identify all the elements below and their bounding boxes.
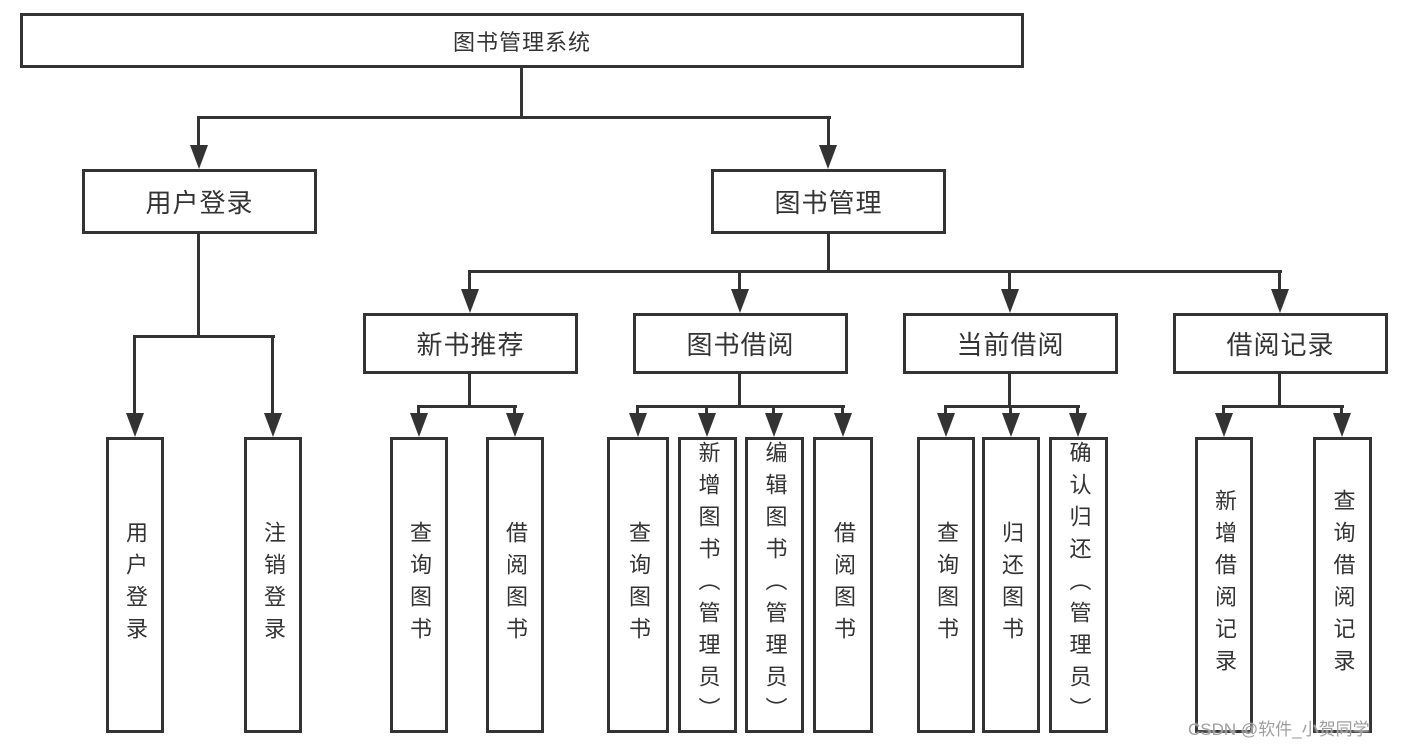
leaf-label: 借阅图书 (831, 521, 856, 649)
leaf-query-books: 查询图书 (607, 437, 669, 733)
connector-vline (468, 374, 471, 407)
leaf-user-login: 用户登录 (106, 437, 164, 733)
node-label: 图书管理系统 (452, 29, 591, 55)
arrowhead-down-icon (1069, 413, 1087, 437)
node-current-borrow: 当前借阅 (903, 313, 1118, 374)
node-label: 用户登录 (145, 188, 254, 218)
connector-vline (827, 234, 830, 272)
leaf-confirm-return-admin: 确认归还（管理员） (1049, 437, 1108, 733)
node-label: 借阅记录 (1226, 330, 1335, 360)
leaf-label: 查询图书 (934, 521, 959, 649)
leaf-borrow-books: 借阅图书 (813, 437, 873, 733)
leaf-query-books: 查询图书 (390, 437, 448, 733)
arrowhead-down-icon (1002, 413, 1020, 437)
connector-vline (1009, 405, 1012, 417)
leaf-logout: 注销登录 (244, 437, 302, 733)
leaf-label: 归还图书 (999, 521, 1024, 649)
arrowhead-down-icon (461, 289, 479, 313)
leaf-label: 查询图书 (626, 521, 651, 649)
connector-vline (738, 374, 741, 407)
arrowhead-down-icon (819, 145, 837, 169)
leaf-query-borrow-record: 查询借阅记录 (1313, 437, 1372, 733)
connector-hline (197, 116, 831, 119)
leaf-label: 用户登录 (123, 521, 148, 649)
leaf-label: 查询图书 (407, 521, 432, 649)
connector-hline (944, 405, 1080, 408)
connector-hline (636, 405, 845, 408)
connector-vline (738, 270, 741, 290)
connector-vline (841, 405, 844, 417)
connector-vline (520, 68, 523, 118)
connector-vline (513, 405, 516, 417)
leaf-label: 新增图书（管理员） (695, 441, 721, 729)
connector-vline (197, 116, 200, 150)
connector-vline (1076, 405, 1079, 417)
arrowhead-down-icon (731, 289, 749, 313)
arrowhead-down-icon (765, 413, 783, 437)
leaf-label: 新增借阅记录 (1212, 489, 1237, 681)
leaf-borrow-books: 借阅图书 (486, 437, 544, 733)
arrowhead-down-icon (410, 413, 428, 437)
connector-vline (944, 405, 947, 417)
connector-vline (1222, 405, 1225, 417)
node-borrow-record: 借阅记录 (1173, 313, 1388, 374)
arrowhead-down-icon (1271, 289, 1289, 313)
connector-vline (827, 116, 830, 150)
node-label: 图书管理 (774, 188, 883, 218)
leaf-query-books: 查询图书 (917, 437, 975, 733)
node-label: 当前借阅 (956, 330, 1065, 360)
arrowhead-down-icon (264, 413, 282, 437)
arrowhead-down-icon (1333, 413, 1351, 437)
node-library-management-system: 图书管理系统 (20, 13, 1024, 68)
connector-hline (417, 405, 517, 408)
leaf-return-books: 归还图书 (982, 437, 1040, 733)
connector-vline (705, 405, 708, 417)
connector-vline (1340, 405, 1343, 417)
arrowhead-down-icon (1215, 413, 1233, 437)
arrowhead-down-icon (698, 413, 716, 437)
arrowhead-down-icon (834, 413, 852, 437)
leaf-add-borrow-record: 新增借阅记录 (1195, 437, 1253, 733)
leaf-label: 注销登录 (261, 521, 286, 649)
connector-vline (1008, 270, 1011, 290)
connector-vline (1278, 270, 1281, 290)
arrowhead-down-icon (629, 413, 647, 437)
connector-vline (271, 335, 274, 415)
leaf-label: 查询借阅记录 (1330, 489, 1356, 681)
node-label: 新书推荐 (416, 330, 525, 360)
connector-vline (772, 405, 775, 417)
csdn-watermark: CSDN @软件_小贺同学 (1188, 720, 1370, 739)
connector-vline (1278, 374, 1281, 407)
leaf-label: 编辑图书（管理员） (762, 441, 788, 729)
leaf-label: 借阅图书 (503, 521, 528, 649)
arrowhead-down-icon (506, 413, 524, 437)
leaf-add-books-admin: 新增图书（管理员） (678, 437, 737, 733)
arrowhead-down-icon (190, 145, 208, 169)
connector-hline (1222, 405, 1344, 408)
connector-vline (197, 234, 200, 336)
node-label: 图书借阅 (686, 330, 795, 360)
leaf-label: 确认归还（管理员） (1066, 441, 1092, 729)
node-book-borrow: 图书借阅 (633, 313, 848, 374)
arrowhead-down-icon (937, 413, 955, 437)
leaf-edit-books-admin: 编辑图书（管理员） (745, 437, 804, 733)
connector-vline (636, 405, 639, 417)
arrowhead-down-icon (1001, 289, 1019, 313)
connector-vline (133, 335, 136, 415)
node-book-management: 图书管理 (711, 169, 946, 234)
connector-vline (417, 405, 420, 417)
connector-vline (468, 270, 471, 290)
node-new-book-recommend: 新书推荐 (363, 313, 578, 374)
connector-hline (468, 270, 1282, 273)
node-user-login: 用户登录 (82, 169, 317, 234)
connector-vline (1008, 374, 1011, 407)
arrowhead-down-icon (126, 413, 144, 437)
connector-hline (133, 335, 275, 338)
